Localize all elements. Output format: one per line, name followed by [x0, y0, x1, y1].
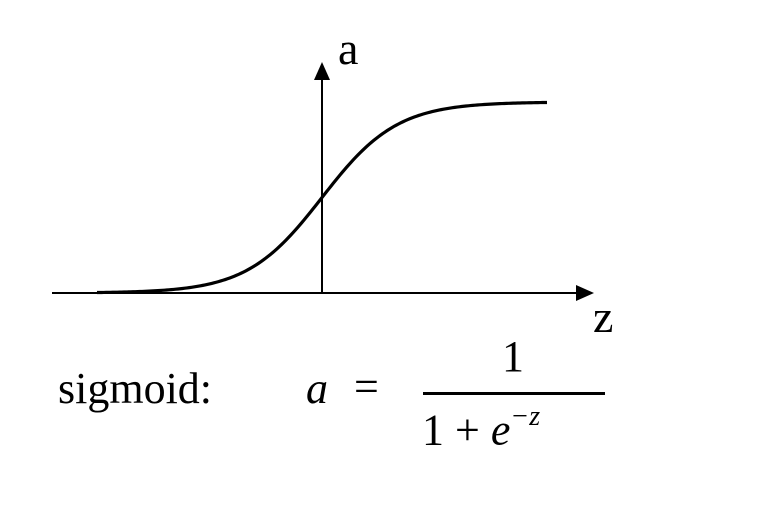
y-axis-label: a: [338, 23, 359, 74]
formula-equals: =: [354, 362, 379, 411]
denominator-base: 1 +: [422, 405, 491, 455]
y-axis-arrowhead: [314, 62, 330, 80]
sigmoid-curve: [96, 100, 548, 295]
x-axis-arrowhead: [576, 285, 594, 301]
formula-lhs: a: [306, 364, 328, 413]
formula-numerator: 1: [502, 332, 524, 381]
x-axis-label: z: [593, 291, 614, 342]
formula-fraction: 1 1 + e−z: [418, 335, 608, 455]
formula-denominator: 1 + e−z: [422, 403, 540, 455]
formula-exponent: −z: [510, 401, 541, 432]
fraction-bar: [423, 392, 605, 395]
denominator-e: e: [490, 405, 511, 455]
sigmoid-formula: sigmoid: a = 1 1 + e−z: [58, 335, 678, 465]
sigmoid-plot: [52, 62, 594, 301]
formula-name: sigmoid:: [58, 364, 213, 413]
